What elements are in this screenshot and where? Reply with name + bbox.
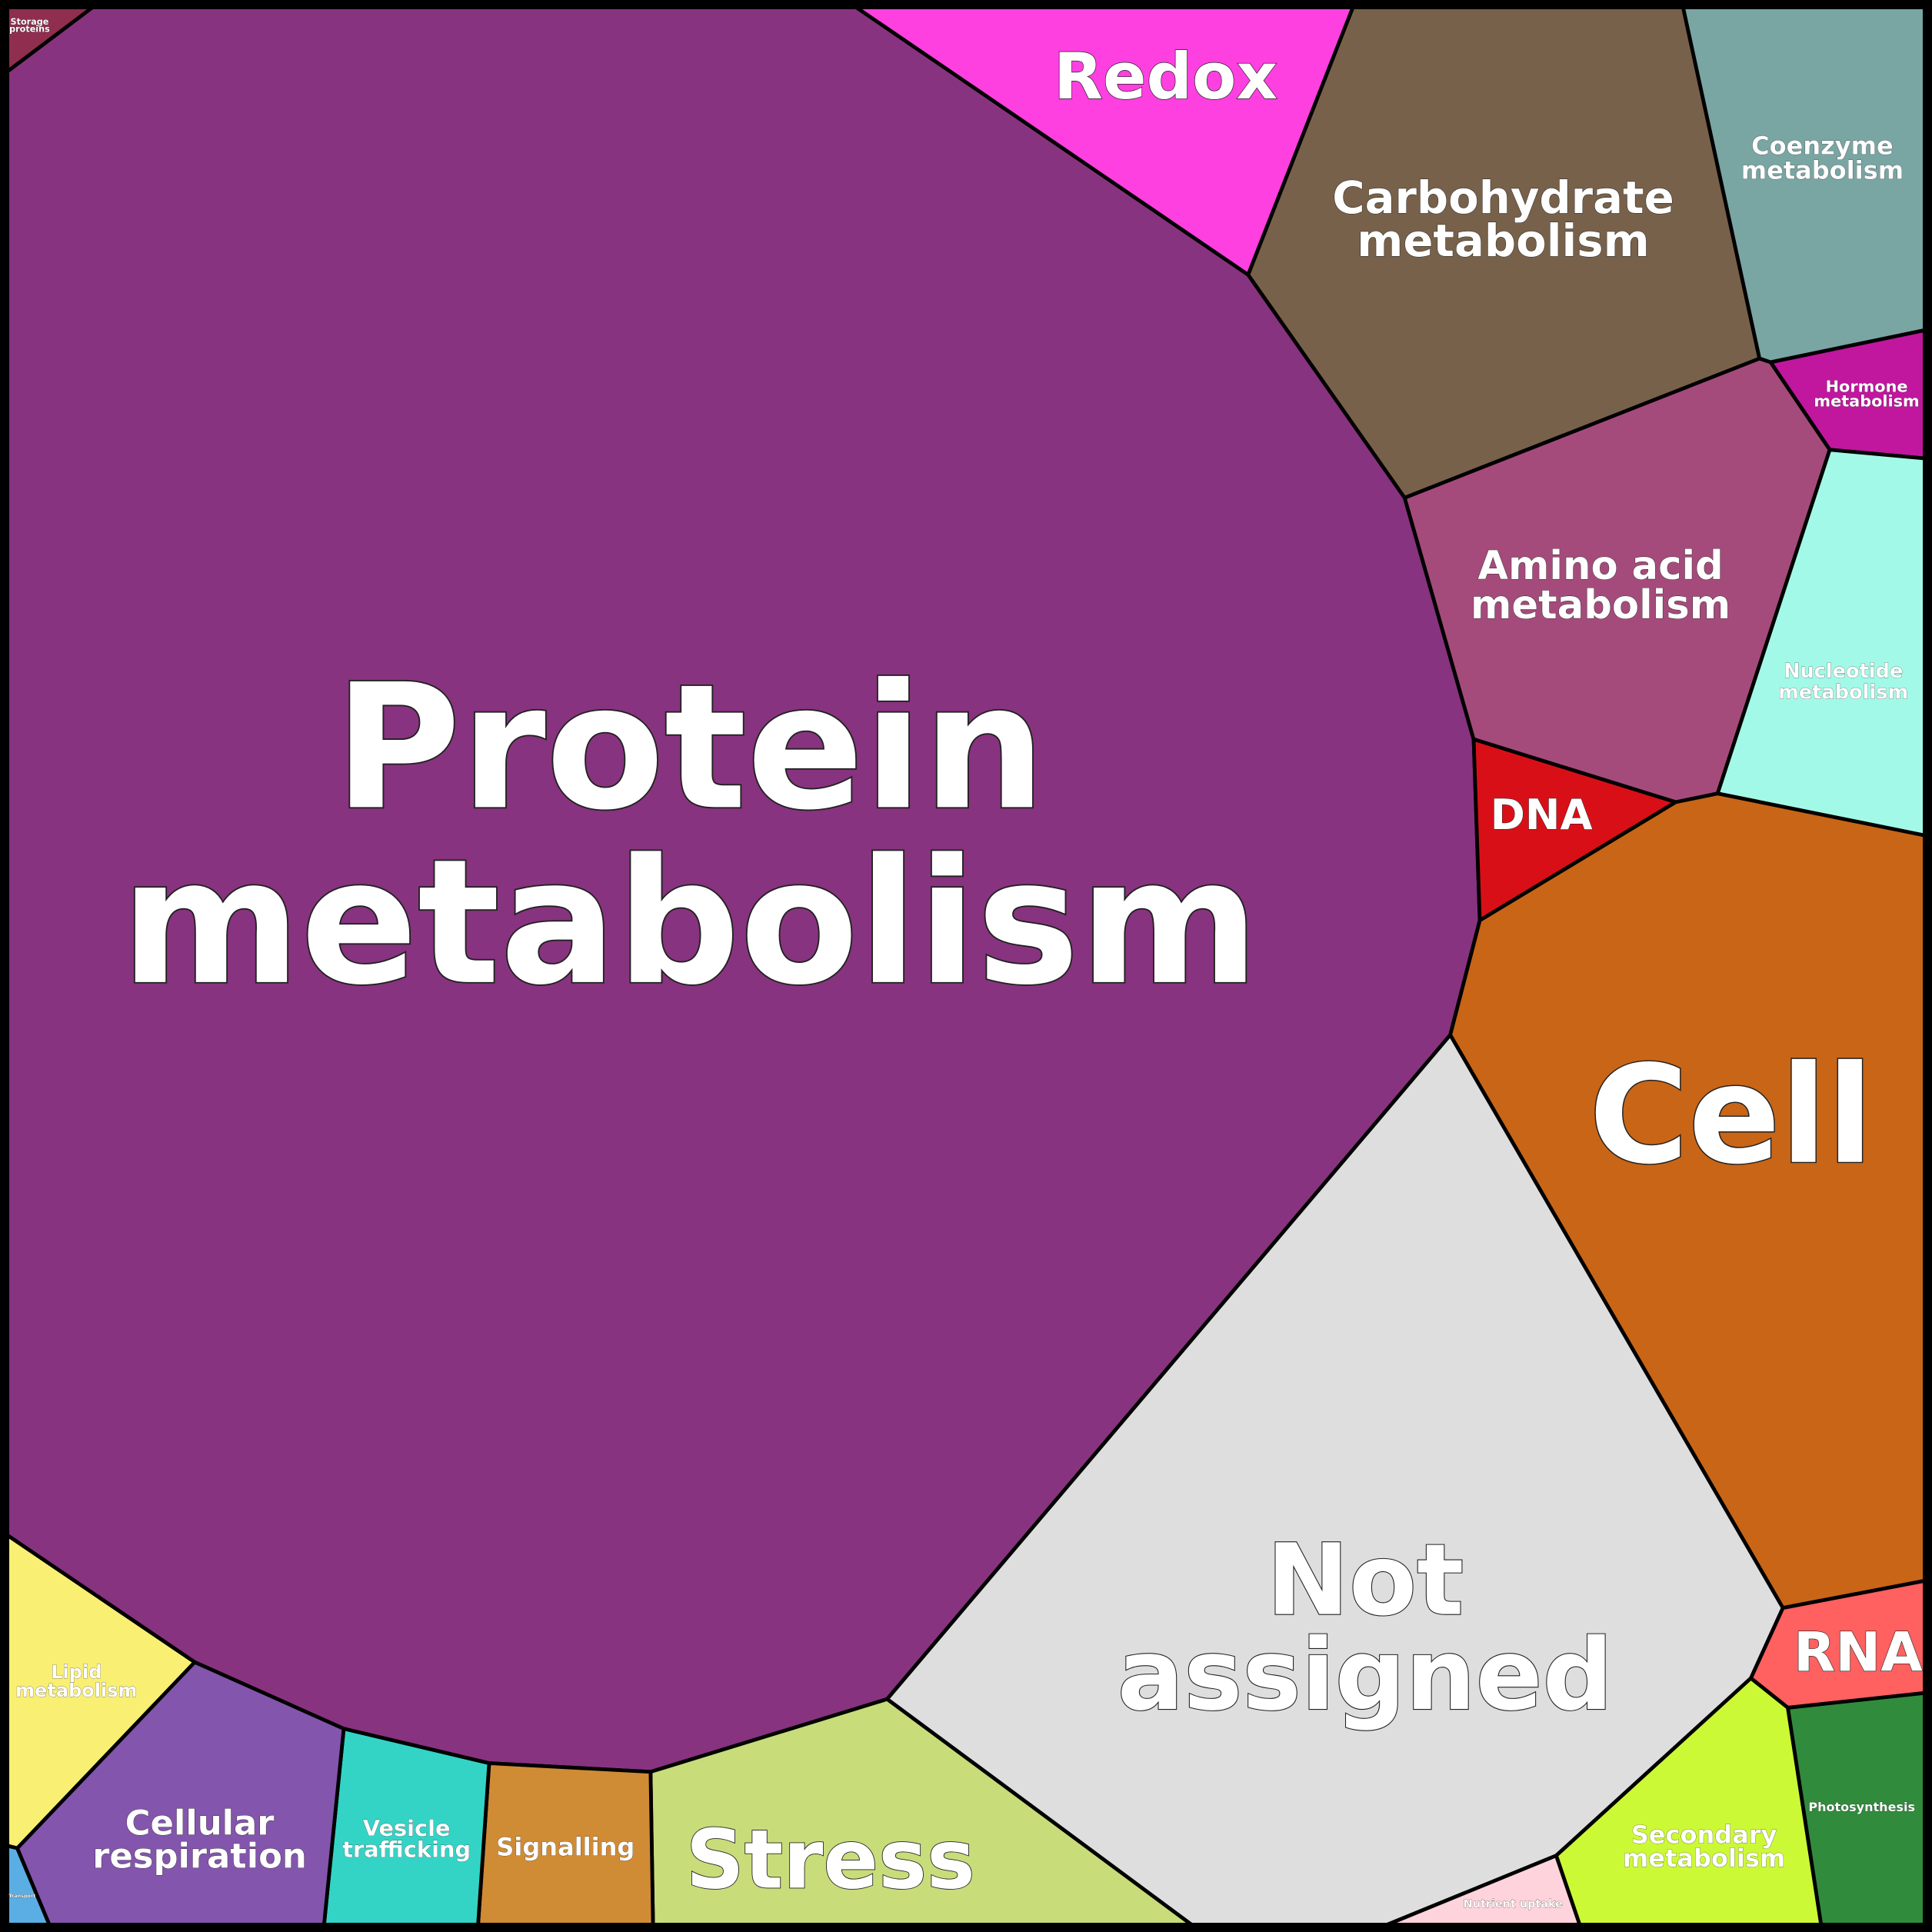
label-line: Lipid (51, 1661, 102, 1683)
cell-secondary (1554, 1676, 1824, 1927)
label-line: Hormone (1826, 377, 1908, 395)
label-dna: DNA (1491, 790, 1593, 839)
label-line: respiration (92, 1836, 307, 1877)
label-nutrient: Nutrient uptake (1464, 1898, 1564, 1910)
label-line: proteins (9, 25, 50, 35)
label-line: metabolism (1357, 215, 1649, 267)
label-line: Transport (9, 1893, 36, 1899)
label-line: Redox (1054, 39, 1277, 114)
label-line: Stress (686, 1812, 975, 1907)
label-line: Signalling (496, 1833, 635, 1862)
label-line: Secondary (1631, 1820, 1777, 1850)
label-signalling: Signalling (496, 1833, 635, 1862)
label-photosynthesis: Photosynthesis (1808, 1800, 1915, 1814)
label-line: Storage (11, 17, 49, 27)
label-line: Carbohydrate (1332, 172, 1674, 224)
label-line: assigned (1118, 1618, 1614, 1733)
cell-photosynthesis (1786, 1690, 1927, 1927)
label-line: RNA (1794, 1621, 1923, 1684)
cell-nutrient (1385, 1854, 1582, 1927)
label-line: Nutrient uptake (1464, 1898, 1564, 1910)
label-line: metabolism (15, 1680, 137, 1701)
label-line: Vesicle (363, 1815, 451, 1841)
label-line: Nucleotide (1784, 660, 1903, 683)
label-line: metabolism (1623, 1844, 1785, 1873)
label-line: trafficking (342, 1836, 471, 1862)
label-line: Not (1267, 1524, 1464, 1638)
cell-transport (5, 1844, 52, 1927)
label-cell: Cell (1589, 1036, 1874, 1194)
label-line: Photosynthesis (1808, 1800, 1915, 1814)
label-line: metabolism (1814, 392, 1919, 411)
label-rna: RNA (1794, 1621, 1923, 1684)
label-line: metabolism (121, 822, 1259, 1023)
label-redox: Redox (1054, 39, 1277, 114)
label-line: metabolism (1471, 582, 1730, 628)
label-transport: Transport (9, 1893, 36, 1899)
label-line: Protein (335, 647, 1046, 848)
label-line: Coenzyme (1751, 131, 1894, 160)
label-line: Cellular (125, 1802, 275, 1843)
label-line: Cell (1589, 1036, 1874, 1194)
label-line: DNA (1491, 790, 1593, 839)
label-line: metabolism (1741, 155, 1904, 185)
label-stress: Stress (686, 1812, 975, 1907)
label-line: Amino acid (1477, 543, 1723, 589)
label-line: metabolism (1778, 681, 1908, 704)
cell-storage (5, 5, 95, 74)
